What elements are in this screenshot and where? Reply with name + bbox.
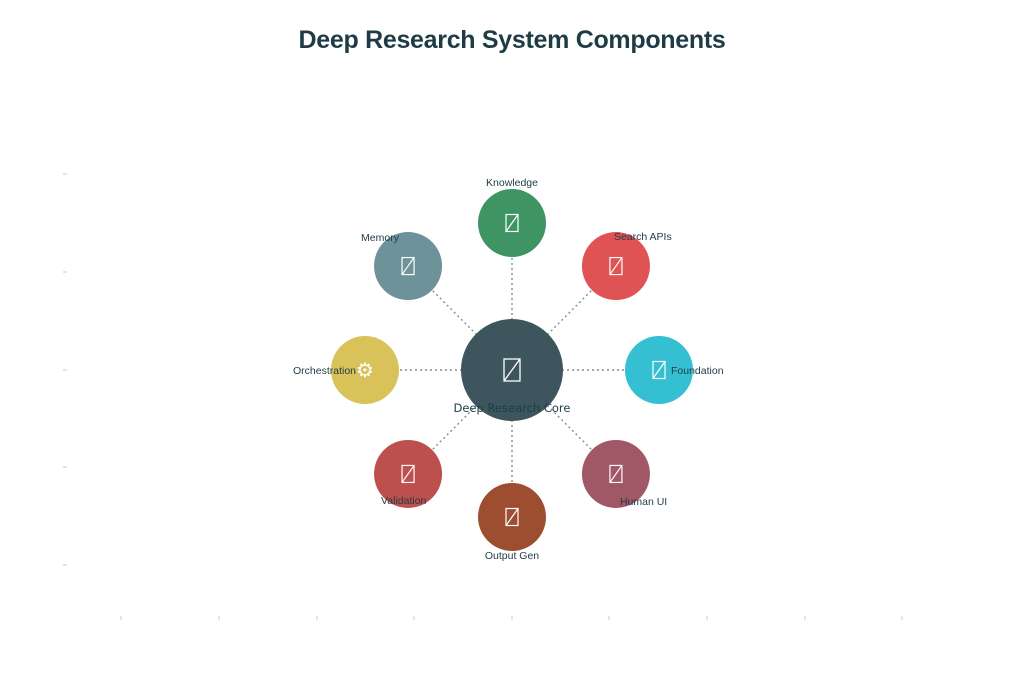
node-circle: [331, 336, 399, 404]
placeholder-box-icon: [505, 213, 519, 233]
placeholder-box-icon: [609, 256, 623, 276]
core-label: Deep Research Core: [454, 401, 571, 415]
node-output-gen[interactable]: [478, 483, 546, 551]
component-nodes: ⚙: [331, 189, 693, 551]
node-foundation[interactable]: [625, 336, 693, 404]
placeholder-box-icon: [401, 464, 415, 484]
label-human-ui: Human UI: [620, 496, 667, 508]
axis-ticks: [63, 173, 903, 620]
label-memory: Memory: [361, 232, 400, 244]
label-output-gen: Output Gen: [485, 550, 539, 562]
label-search-apis: Search APIs: [614, 231, 672, 243]
placeholder-box-icon: [401, 256, 415, 276]
node-validation[interactable]: [374, 439, 443, 508]
core-node[interactable]: [461, 319, 563, 421]
node-orchestration[interactable]: ⚙: [331, 336, 399, 404]
label-knowledge: Knowledge: [486, 177, 538, 189]
gear-icon: ⚙: [356, 358, 374, 382]
label-foundation: Foundation: [671, 365, 724, 377]
node-memory[interactable]: [374, 232, 443, 301]
node-knowledge[interactable]: [478, 189, 546, 257]
node-human-ui[interactable]: [581, 439, 650, 508]
placeholder-box-icon: [505, 507, 519, 527]
placeholder-box-icon: [652, 360, 666, 380]
label-orchestration: Orchestration: [293, 365, 356, 377]
placeholder-box-icon: [609, 464, 623, 484]
page-title: Deep Research System Components: [298, 26, 726, 54]
placeholder-box-icon: [503, 358, 521, 382]
label-validation: Validation: [381, 495, 426, 507]
node-search-apis[interactable]: [581, 232, 650, 301]
